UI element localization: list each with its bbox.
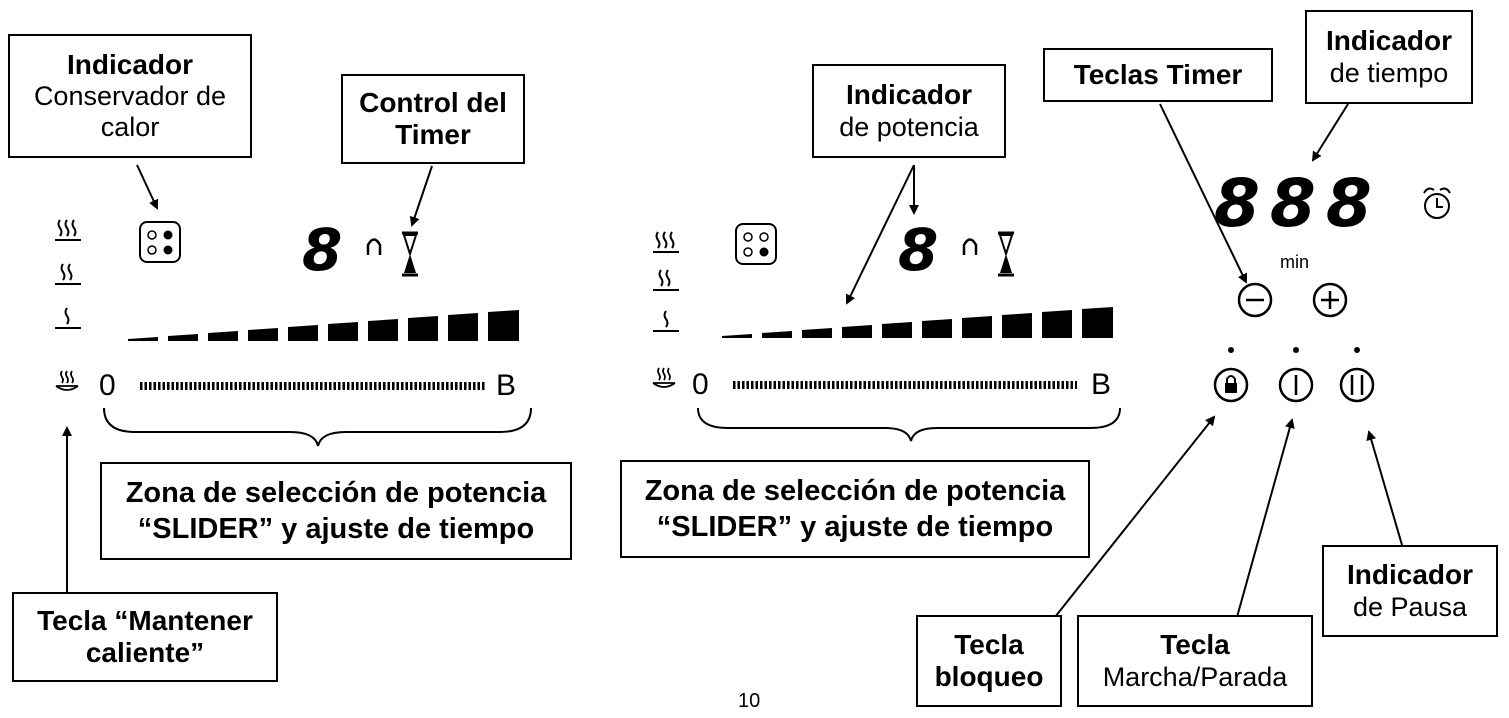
arch-icon (962, 238, 978, 255)
label-potencia-sub: de potencia (839, 111, 979, 142)
power-icon[interactable] (1278, 367, 1314, 403)
slider-end-mid: B (1091, 368, 1112, 401)
arrow-timer-control (409, 165, 433, 227)
cooking-zones-icon (139, 221, 181, 263)
label-mantener-line1: Tecla “Mantener (37, 604, 253, 636)
label-zona-mid-line1: Zona de selección de potencia (644, 474, 1066, 507)
pause-icon[interactable] (1339, 367, 1375, 403)
label-teclas-timer: Teclas Timer (1043, 48, 1273, 102)
label-bloqueo: Tecla bloqueo (916, 615, 1062, 707)
power-bars-mid (722, 307, 1113, 338)
label-zona-mid: Zona de selección de potencia “SLIDER” y… (620, 460, 1090, 558)
alarm-clock-icon (1423, 187, 1451, 219)
label-zona-mid-line2: “SLIDER” y ajuste de tiempo (656, 511, 1054, 543)
slider-start-mid: 0 (692, 368, 709, 401)
heat-level-1-icon (653, 310, 679, 332)
label-conservador: Indicador Conservador de calor (8, 34, 252, 158)
hourglass-icon (998, 231, 1014, 277)
min-label: min (1280, 252, 1310, 272)
label-mantener: Tecla “Mantener caliente” (12, 592, 278, 682)
arrow-tiempo (1311, 103, 1349, 162)
slider-start-left: 0 (99, 369, 116, 402)
label-teclas-timer-text: Teclas Timer (1073, 58, 1243, 90)
label-mantener-line2: caliente” (85, 637, 205, 668)
power-digit-left: 8 (302, 216, 343, 284)
label-tiempo-title: Indicador (1325, 25, 1452, 57)
heat-level-2-icon (653, 269, 679, 291)
keep-warm-icon[interactable] (55, 370, 79, 391)
heat-level-2-icon (55, 263, 81, 285)
cooking-zones-icon (735, 223, 777, 265)
label-potencia-title: Indicador (845, 79, 972, 111)
keep-warm-icon[interactable] (652, 367, 676, 388)
power-digit-mid: 8 (898, 216, 939, 284)
label-zona-left: Zona de selección de potencia “SLIDER” y… (100, 462, 572, 560)
heat-level-3-icon (653, 231, 679, 253)
minus-icon[interactable] (1237, 282, 1273, 318)
arch-icon (366, 238, 382, 255)
arrow-marcha (1236, 418, 1295, 618)
label-tiempo: Indicador de tiempo (1305, 10, 1473, 104)
label-bloqueo-line1: Tecla (954, 628, 1024, 660)
label-pausa-title: Indicador (1346, 559, 1473, 591)
label-marcha: Tecla Marcha/Parada (1077, 615, 1313, 707)
brace-mid (697, 407, 1121, 442)
heat-level-3-icon (55, 219, 81, 241)
arrow-potencia-bar (845, 164, 915, 305)
power-bars-left (128, 310, 519, 341)
label-tiempo-sub: de tiempo (1329, 57, 1449, 88)
brace-left (103, 407, 532, 447)
label-zona-left-line1: Zona de selección de potencia (125, 476, 547, 509)
label-bloqueo-line2: bloqueo (934, 661, 1044, 692)
arrow-teclas-timer (1159, 103, 1248, 284)
label-zona-left-line2: “SLIDER” y ajuste de tiempo (137, 513, 535, 545)
label-conservador-title: Indicador (66, 48, 193, 80)
hourglass-icon (402, 231, 418, 277)
page-number: 10 (738, 690, 761, 712)
arrow-bloqueo (1054, 415, 1216, 618)
label-pausa: Indicador de Pausa (1322, 545, 1498, 637)
label-marcha-line1: Tecla (1160, 629, 1230, 661)
label-timer-line1: Control del (359, 86, 507, 118)
lock-icon[interactable] (1213, 367, 1249, 403)
heat-level-1-icon (55, 307, 81, 329)
label-marcha-line2: Marcha/Parada (1102, 661, 1288, 692)
slider-end-left: B (496, 369, 517, 402)
arrow-conservador (136, 164, 159, 210)
label-pausa-sub: de Pausa (1352, 591, 1468, 622)
label-conservador-line1: Conservador de (33, 81, 227, 112)
timer-digits: 888 (1214, 165, 1382, 242)
arrow-pausa (1366, 430, 1403, 546)
label-timer-line2: Timer (395, 119, 471, 150)
label-potencia: Indicador de potencia (812, 64, 1006, 158)
label-timer-control: Control del Timer (341, 74, 525, 164)
label-conservador-line2: calor (100, 112, 160, 143)
plus-icon[interactable] (1312, 282, 1348, 318)
